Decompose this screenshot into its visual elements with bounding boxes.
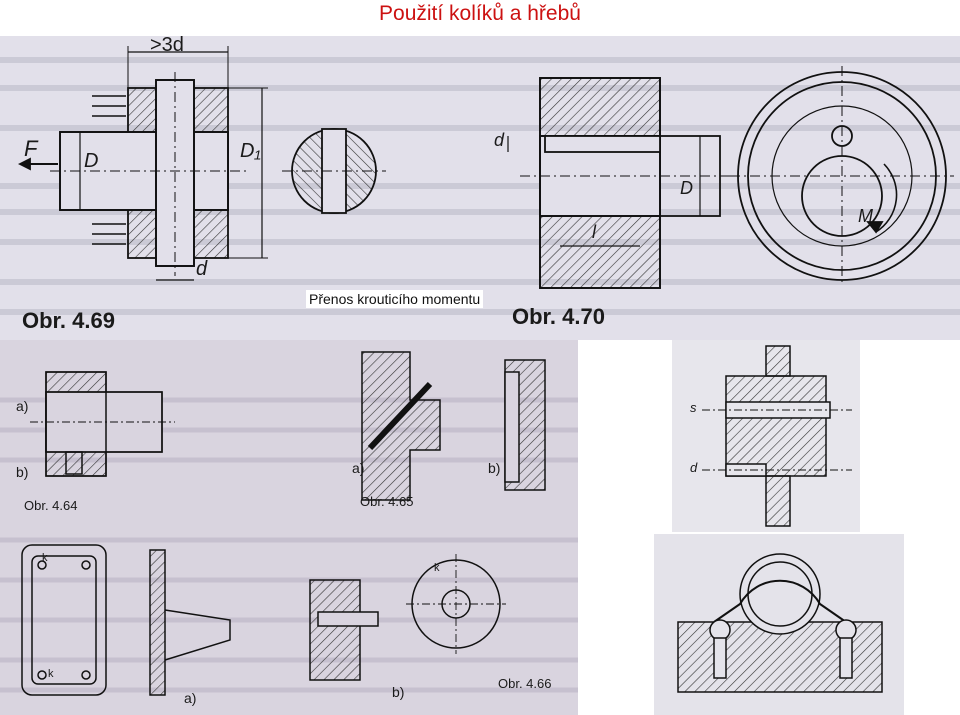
slide-title: Použití kolíků a hřebů bbox=[379, 2, 581, 25]
fig-466-label-a: a) bbox=[184, 690, 197, 706]
fig-470-drawing bbox=[507, 77, 740, 289]
fig-469-dim-bottom: d bbox=[196, 258, 208, 280]
fig-470-caption: Obr. 4.70 bbox=[512, 304, 605, 329]
fig-465-label-a: a) bbox=[352, 460, 365, 476]
technical-drawing-clamp bbox=[677, 553, 883, 693]
scan-right-clamp-figure bbox=[654, 534, 904, 715]
slide-subtitle: Přenos krouticího momentu bbox=[306, 290, 484, 308]
hub-label-s: s bbox=[690, 400, 697, 415]
fig-470-label-dia: D bbox=[680, 178, 693, 198]
fig-464-drawing bbox=[30, 371, 175, 477]
fig-470-endview bbox=[730, 66, 954, 286]
fig-464-caption: Obr. 4.64 bbox=[24, 498, 78, 513]
fig-469-drawing bbox=[17, 46, 268, 281]
fig-470-label-m: M bbox=[858, 206, 873, 226]
fig-465-caption: Obr. 4.65 bbox=[360, 494, 414, 509]
fig-470-label-d: d bbox=[494, 130, 505, 150]
fig-469-dia-d: D bbox=[84, 150, 99, 172]
fig-470-label-l: l bbox=[592, 222, 596, 242]
fig-464-label-b: b) bbox=[16, 464, 29, 480]
scan-right-hub-figure: s d bbox=[672, 340, 860, 532]
fig-465-label-b: b) bbox=[488, 460, 501, 476]
fig-469-dia-d1: D₁ bbox=[240, 140, 261, 162]
fig-466a-drawing bbox=[21, 544, 231, 696]
scan-bottom-left-figures: a) b) Obr. 4.64 a) b) Obr. 4.65 k k k a)… bbox=[0, 340, 578, 715]
hub-label-d: d bbox=[690, 460, 698, 475]
fig-466-label-k2: k bbox=[48, 668, 54, 680]
fig-465-drawing bbox=[361, 351, 546, 501]
fig-469-dim-top: >3d bbox=[150, 36, 184, 56]
fig-469-section bbox=[282, 128, 386, 214]
technical-drawing-hub bbox=[702, 345, 852, 527]
scan-top-figures: >3d F D D₁ d Obr. 4.69 d l D M Obr. 4.70 bbox=[0, 36, 960, 340]
fig-466-label-k1: k bbox=[42, 552, 48, 564]
technical-drawing-bottom-left bbox=[0, 351, 578, 696]
fig-464-label-a: a) bbox=[16, 398, 29, 414]
fig-466b-drawing bbox=[309, 554, 506, 681]
fig-466-label-b: b) bbox=[392, 684, 405, 700]
fig-469-caption: Obr. 4.69 bbox=[22, 308, 115, 333]
fig-466-caption: Obr. 4.66 bbox=[498, 676, 552, 691]
fig-469-force-label: F bbox=[24, 136, 38, 161]
technical-drawing-top bbox=[0, 46, 960, 315]
fig-466-label-k3: k bbox=[434, 562, 440, 574]
